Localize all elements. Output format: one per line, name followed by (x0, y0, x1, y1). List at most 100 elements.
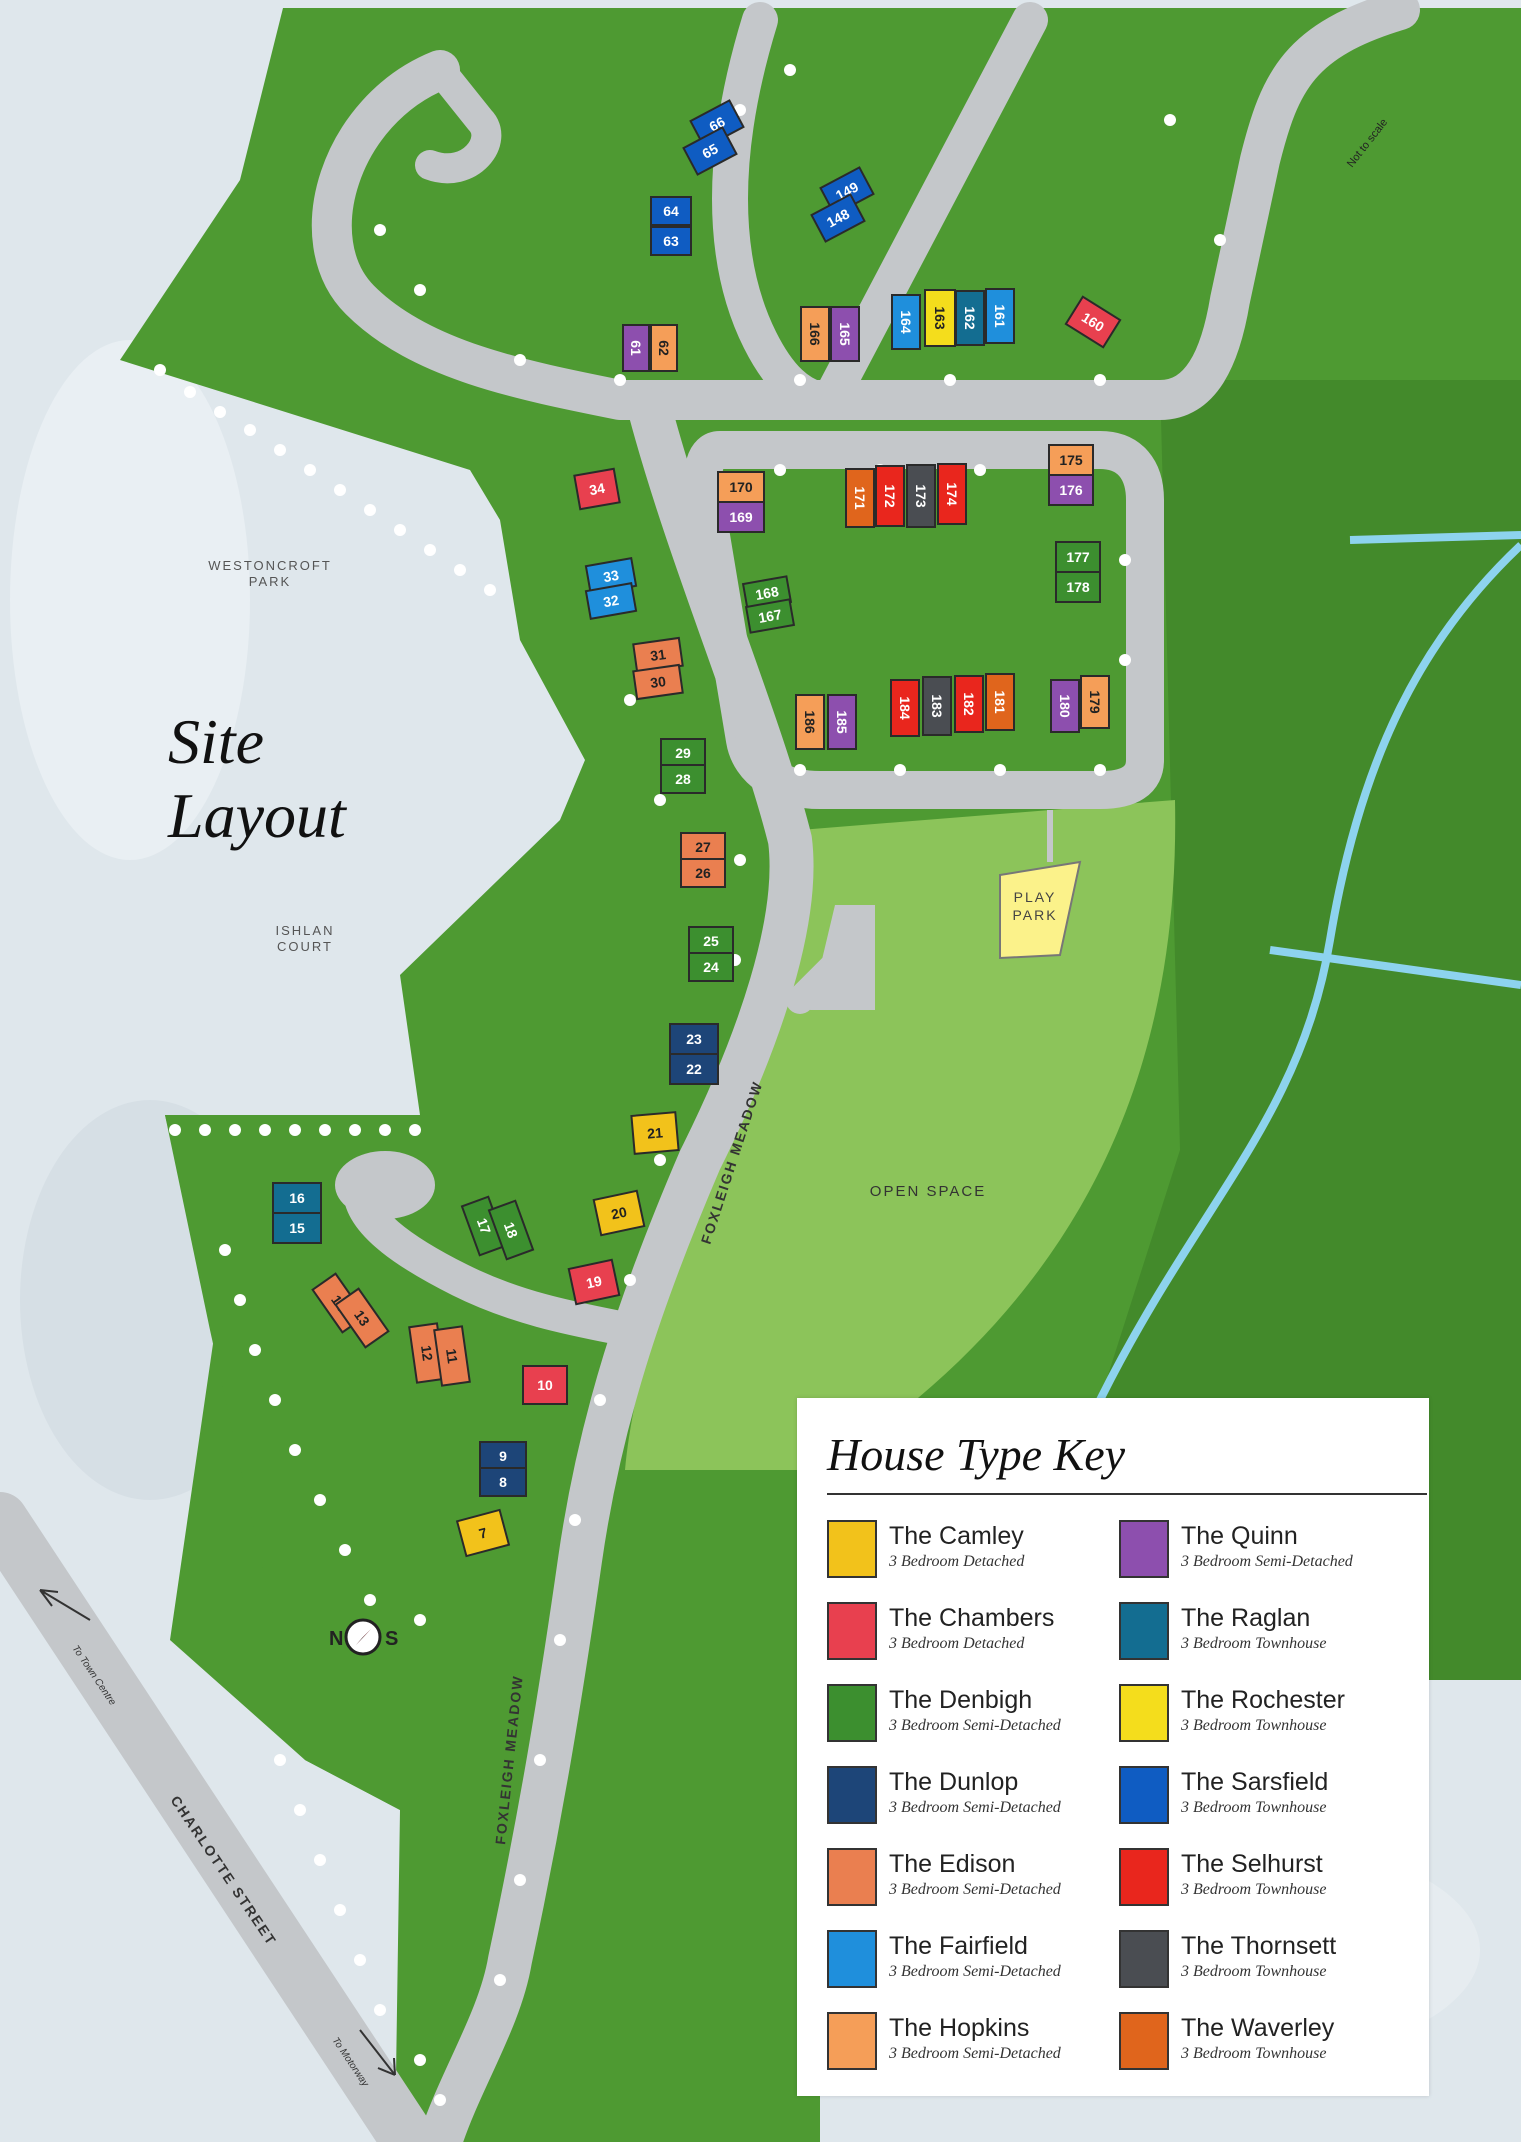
plot-65[interactable]: 65 (682, 126, 738, 176)
plot-21[interactable]: 21 (630, 1111, 680, 1155)
plot-178[interactable]: 178 (1055, 571, 1101, 603)
plot-shape (891, 294, 921, 350)
plot-shape (622, 324, 650, 372)
plot-shape (890, 679, 920, 737)
plot-173[interactable]: 173 (906, 464, 936, 528)
plot-27[interactable]: 27 (680, 832, 726, 862)
plot-shape (487, 1199, 535, 1261)
plot-180[interactable]: 180 (1050, 679, 1080, 733)
plot-shape (985, 288, 1015, 344)
plot-number: 31 (649, 646, 667, 664)
key-swatch (827, 2012, 877, 2070)
charlotte-street (0, 1492, 438, 2142)
plot-25[interactable]: 25 (688, 926, 734, 956)
plot-148[interactable]: 148 (810, 193, 866, 243)
plot-165[interactable]: 165 (830, 306, 860, 362)
ishlan-label: ISHLAN (276, 923, 335, 938)
plot-number: 9 (499, 1448, 507, 1464)
plot-171[interactable]: 171 (845, 468, 875, 528)
open-space-label: OPEN SPACE (870, 1183, 986, 1200)
plot-26[interactable]: 26 (680, 858, 726, 888)
tree (654, 794, 666, 806)
plot-183[interactable]: 183 (922, 676, 952, 736)
plot-181[interactable]: 181 (985, 673, 1015, 731)
plot-11[interactable]: 11 (433, 1325, 471, 1387)
plot-22[interactable]: 22 (669, 1053, 719, 1085)
plot-13[interactable]: 13 (334, 1287, 390, 1349)
plot-163[interactable]: 163 (924, 289, 956, 347)
plot-182[interactable]: 182 (954, 675, 984, 733)
plot-164[interactable]: 164 (891, 294, 921, 350)
plot-9[interactable]: 9 (479, 1441, 527, 1471)
plot-number: 169 (729, 509, 753, 525)
plot-161[interactable]: 161 (985, 288, 1015, 344)
plot-166[interactable]: 166 (800, 306, 830, 362)
tree (314, 1854, 326, 1866)
key-item-name: The Camley (889, 1522, 1024, 1550)
plot-shape (1048, 444, 1094, 476)
plot-186[interactable]: 186 (795, 694, 825, 750)
plot-34[interactable]: 34 (573, 467, 621, 511)
plot-179[interactable]: 179 (1080, 675, 1110, 729)
plot-shape (954, 675, 984, 733)
plot-185[interactable]: 185 (827, 694, 857, 750)
plot-61[interactable]: 61 (622, 324, 650, 372)
road-loop-east (812, 2, 1048, 418)
tree (269, 1394, 281, 1406)
plot-shape (479, 1441, 527, 1471)
plot-shape (682, 126, 738, 176)
tree (514, 1874, 526, 1886)
tree (894, 764, 906, 776)
plot-175[interactable]: 175 (1048, 444, 1094, 476)
plot-184[interactable]: 184 (890, 679, 920, 737)
tree (409, 1124, 421, 1136)
plot-64[interactable]: 64 (650, 196, 692, 226)
plot-shape (810, 193, 866, 243)
compass-south-label: S (385, 1628, 398, 1650)
plot-number: 20 (610, 1204, 629, 1223)
plot-30[interactable]: 30 (632, 663, 684, 701)
plot-18[interactable]: 18 (487, 1199, 535, 1261)
plot-172[interactable]: 172 (875, 465, 905, 527)
cul-de-sac-turning-head (335, 1151, 435, 1219)
key-item-description: 3 Bedroom Townhouse (1181, 1635, 1327, 1652)
plot-176[interactable]: 176 (1048, 474, 1094, 506)
plot-8[interactable]: 8 (479, 1467, 527, 1497)
plot-number: 28 (675, 771, 691, 787)
plot-31[interactable]: 31 (632, 636, 684, 674)
page-title: Site Layout (168, 705, 346, 853)
plot-15[interactable]: 15 (272, 1212, 322, 1244)
plot-7[interactable]: 7 (455, 1508, 511, 1558)
plot-29[interactable]: 29 (660, 738, 706, 768)
key-item-description: 3 Bedroom Detached (889, 1635, 1025, 1652)
plot-shape (1064, 295, 1122, 349)
plot-63[interactable]: 63 (650, 226, 692, 256)
plot-number: 171 (852, 486, 868, 510)
plot-160[interactable]: 160 (1064, 295, 1122, 349)
plot-24[interactable]: 24 (688, 952, 734, 982)
tree (289, 1444, 301, 1456)
plot-19[interactable]: 19 (567, 1258, 621, 1306)
plot-16[interactable]: 16 (272, 1182, 322, 1214)
plot-number: 24 (703, 959, 719, 975)
plot-10[interactable]: 10 (522, 1365, 568, 1405)
plot-167[interactable]: 167 (744, 598, 796, 634)
plot-number: 25 (703, 933, 719, 949)
plot-shape (688, 926, 734, 956)
plot-62[interactable]: 62 (650, 324, 678, 372)
plot-20[interactable]: 20 (592, 1189, 646, 1237)
plot-23[interactable]: 23 (669, 1023, 719, 1055)
plot-174[interactable]: 174 (937, 463, 967, 525)
plot-177[interactable]: 177 (1055, 541, 1101, 573)
plot-number: 32 (602, 592, 620, 610)
plot-162[interactable]: 162 (955, 290, 985, 346)
plot-169[interactable]: 169 (717, 501, 765, 533)
plot-28[interactable]: 28 (660, 764, 706, 794)
plot-170[interactable]: 170 (717, 471, 765, 503)
plot-shape (669, 1053, 719, 1085)
plot-32[interactable]: 32 (584, 582, 638, 620)
key-item-name: The Raglan (1181, 1604, 1311, 1632)
